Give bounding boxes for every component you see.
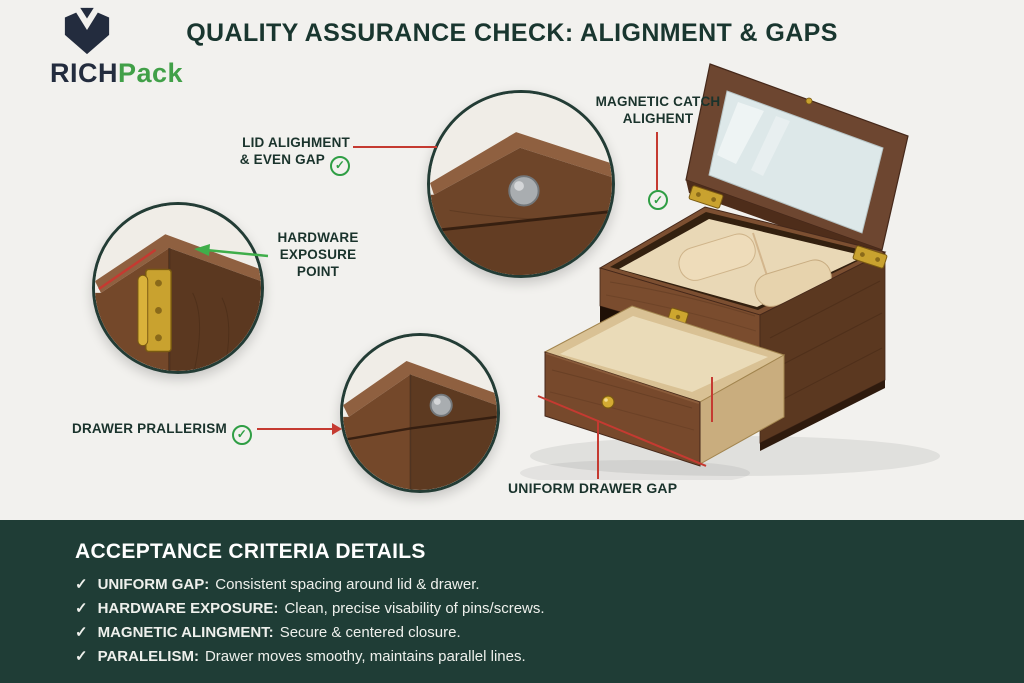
drawer-arrowhead-icon <box>332 423 342 435</box>
criteria-item-parallelism: ✓ PARALELISM: Drawer moves smoothy, main… <box>75 647 1024 665</box>
box-shadow <box>530 436 940 476</box>
check-icon: ✓ <box>75 648 88 665</box>
logo-text-pack: Pack <box>118 58 184 88</box>
hinge-right-icon <box>852 245 888 269</box>
check-icon: ✓ <box>231 424 252 445</box>
criteria-label: PARALELISM: <box>97 648 199 665</box>
criteria-label: HARDWARE EXPOSURE: <box>97 600 279 617</box>
criteria-item-hardware-exposure: ✓ HARDWARE EXPOSURE: Clean, precise visa… <box>75 599 1024 617</box>
check-icon: ✓ <box>75 576 88 593</box>
acceptance-criteria-panel: ACCEPTANCE CRITERIA DETAILS ✓ UNIFORM GA… <box>0 520 1024 683</box>
magnetic-connector-line <box>656 132 658 190</box>
lid-catch-closeup-art <box>430 93 612 275</box>
page-title: QUALITY ASSURANCE CHECK: ALIGNMENT & GAP… <box>186 19 838 47</box>
richpack-logo-icon <box>64 7 110 55</box>
drawer-corner-closeup-circle <box>340 333 500 493</box>
hinge-left-icon <box>688 185 724 209</box>
lid-connector-line <box>353 146 437 148</box>
label-hardware-line1: HARDWARE <box>277 230 359 245</box>
criteria-label: UNIFORM GAP: <box>97 576 210 593</box>
brass-hinge-icon <box>137 268 172 353</box>
drawer-catch-icon <box>429 393 453 417</box>
check-icon: ✓ <box>330 155 350 176</box>
label-hardware-line2: EXPOSURE <box>279 247 357 262</box>
criteria-text: Drawer moves smoothy, maintains parallel… <box>204 648 526 665</box>
criteria-label: MAGNETIC ALINGMENT: <box>97 624 274 641</box>
watch-pillow-left <box>678 233 756 281</box>
drawer-knob-icon <box>601 395 615 409</box>
label-magnetic-line1: MAGNETIC CATCH <box>595 94 721 109</box>
drawer-connector-line <box>257 428 333 430</box>
check-icon: ✓ <box>75 600 88 617</box>
magnetic-catch-icon <box>508 175 540 207</box>
drawer-corner-closeup-art <box>343 336 497 490</box>
richpack-logo: RICHPack <box>50 6 230 89</box>
logo-wordmark: RICHPack <box>50 58 230 89</box>
check-icon: ✓ <box>75 624 88 641</box>
label-magnetic-catch: MAGNETIC CATCH ALIGHENT <box>568 93 748 127</box>
exposure-gap-line <box>98 248 157 290</box>
label-magnetic-line2: ALIGHENT <box>622 111 694 126</box>
drawer-gap-tick-line <box>711 377 713 422</box>
criteria-text: Secure & centered closure. <box>279 624 461 641</box>
criteria-item-magnetic-alignment: ✓ MAGNETIC ALINGMENT: Secure & centered … <box>75 623 1024 641</box>
label-lid-alignment: LID ALIGHMENT & EVEN GAP ✓ <box>198 134 350 176</box>
hardware-arrow-icon <box>194 244 269 258</box>
label-uniform-text: UNIFORM DRAWER GAP <box>508 480 678 496</box>
criteria-title: ACCEPTANCE CRITERIA DETAILS <box>75 540 426 563</box>
lid-catch-closeup-circle <box>427 90 615 278</box>
drawer-gap-vertical-line <box>597 420 599 479</box>
drawer-front <box>544 351 701 467</box>
hinge-closeup-art <box>95 205 261 371</box>
criteria-text: Consistent spacing around lid & drawer. <box>215 576 480 593</box>
label-lid-line2: & EVEN GAP <box>239 152 325 167</box>
label-hardware-line3: POINT <box>296 264 340 279</box>
label-drawer-parallelism: DRAWER PRALLERISM ✓ <box>72 420 252 445</box>
hinge-closeup-circle <box>92 202 264 374</box>
label-uniform-drawer-gap: UNIFORM DRAWER GAP <box>508 480 677 497</box>
criteria-text: Clean, precise visability of pins/screws… <box>284 600 545 617</box>
label-drawer-text: DRAWER PRALLERISM <box>72 421 227 436</box>
label-lid-line1: LID ALIGHMENT <box>242 135 350 150</box>
check-icon: ✓ <box>648 190 668 210</box>
lid-pin-icon <box>805 97 813 105</box>
label-hardware-exposure: HARDWARE EXPOSURE POINT <box>266 229 370 280</box>
criteria-item-uniform-gap: ✓ UNIFORM GAP: Consistent spacing around… <box>75 575 1024 593</box>
drawer <box>543 305 786 467</box>
watch-box-illustration <box>520 63 940 480</box>
logo-text-rich: RICH <box>50 58 118 88</box>
